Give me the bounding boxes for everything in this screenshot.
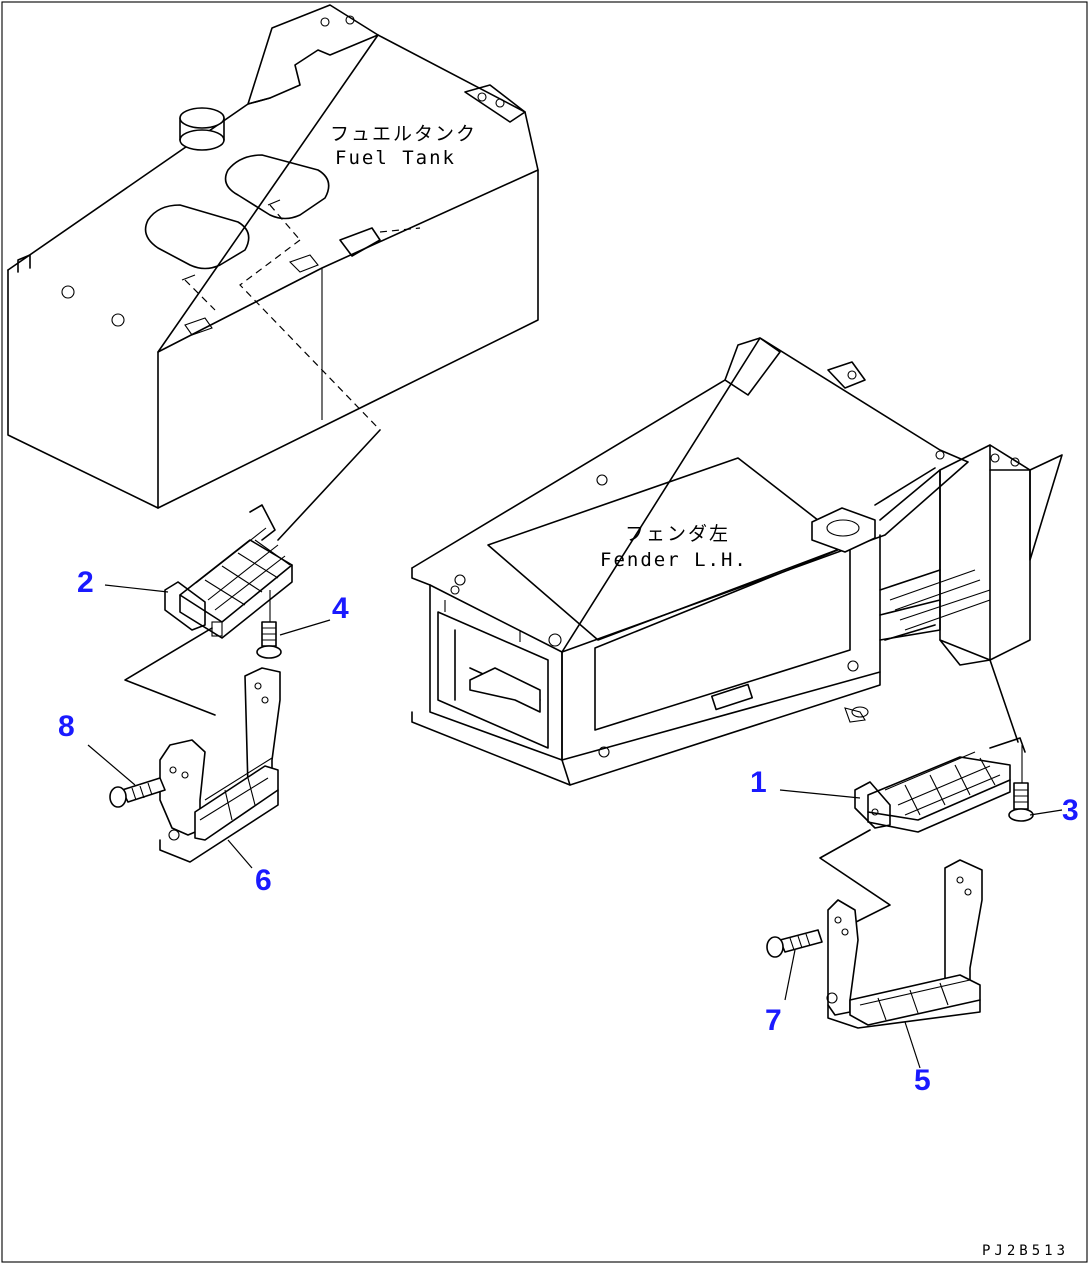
fender-label-jp: フェンダ左 xyxy=(625,523,730,545)
bracket-part-5 xyxy=(819,829,983,1029)
fuel-tank-label-en: Fuel Tank xyxy=(335,147,456,169)
leader-1 xyxy=(779,789,861,799)
leader-7 xyxy=(784,949,796,1001)
bolt-part-7 xyxy=(766,929,823,958)
leader-6 xyxy=(227,839,253,869)
bolt-part-8 xyxy=(109,777,166,808)
callout-8: 8 xyxy=(58,710,75,743)
leader-4 xyxy=(279,619,331,636)
bolt-part-4 xyxy=(256,590,282,659)
leader-2 xyxy=(104,584,169,593)
callout-5: 5 xyxy=(914,1064,931,1097)
callout-7: 7 xyxy=(765,1004,782,1037)
step-part-1 xyxy=(854,659,1026,833)
leader-5 xyxy=(904,1021,921,1069)
callout-6: 6 xyxy=(255,864,272,897)
bracket-part-6 xyxy=(124,627,281,863)
callout-2: 2 xyxy=(77,566,94,599)
fuel-tank-drawing xyxy=(7,4,539,509)
callout-4: 4 xyxy=(332,592,349,625)
callout-1: 1 xyxy=(750,766,767,799)
fender-label-en: Fender L.H. xyxy=(600,549,748,571)
leader-3 xyxy=(1029,809,1063,816)
leader-8 xyxy=(87,744,136,786)
fuel-tank-label-jp: フュエルタンク xyxy=(330,123,477,145)
drawing-code: PJ2B513 xyxy=(982,1243,1069,1259)
bolt-part-3 xyxy=(1008,745,1034,822)
step-part-2 xyxy=(164,429,381,639)
callout-3: 3 xyxy=(1062,794,1079,827)
fender-drawing xyxy=(411,337,1063,786)
